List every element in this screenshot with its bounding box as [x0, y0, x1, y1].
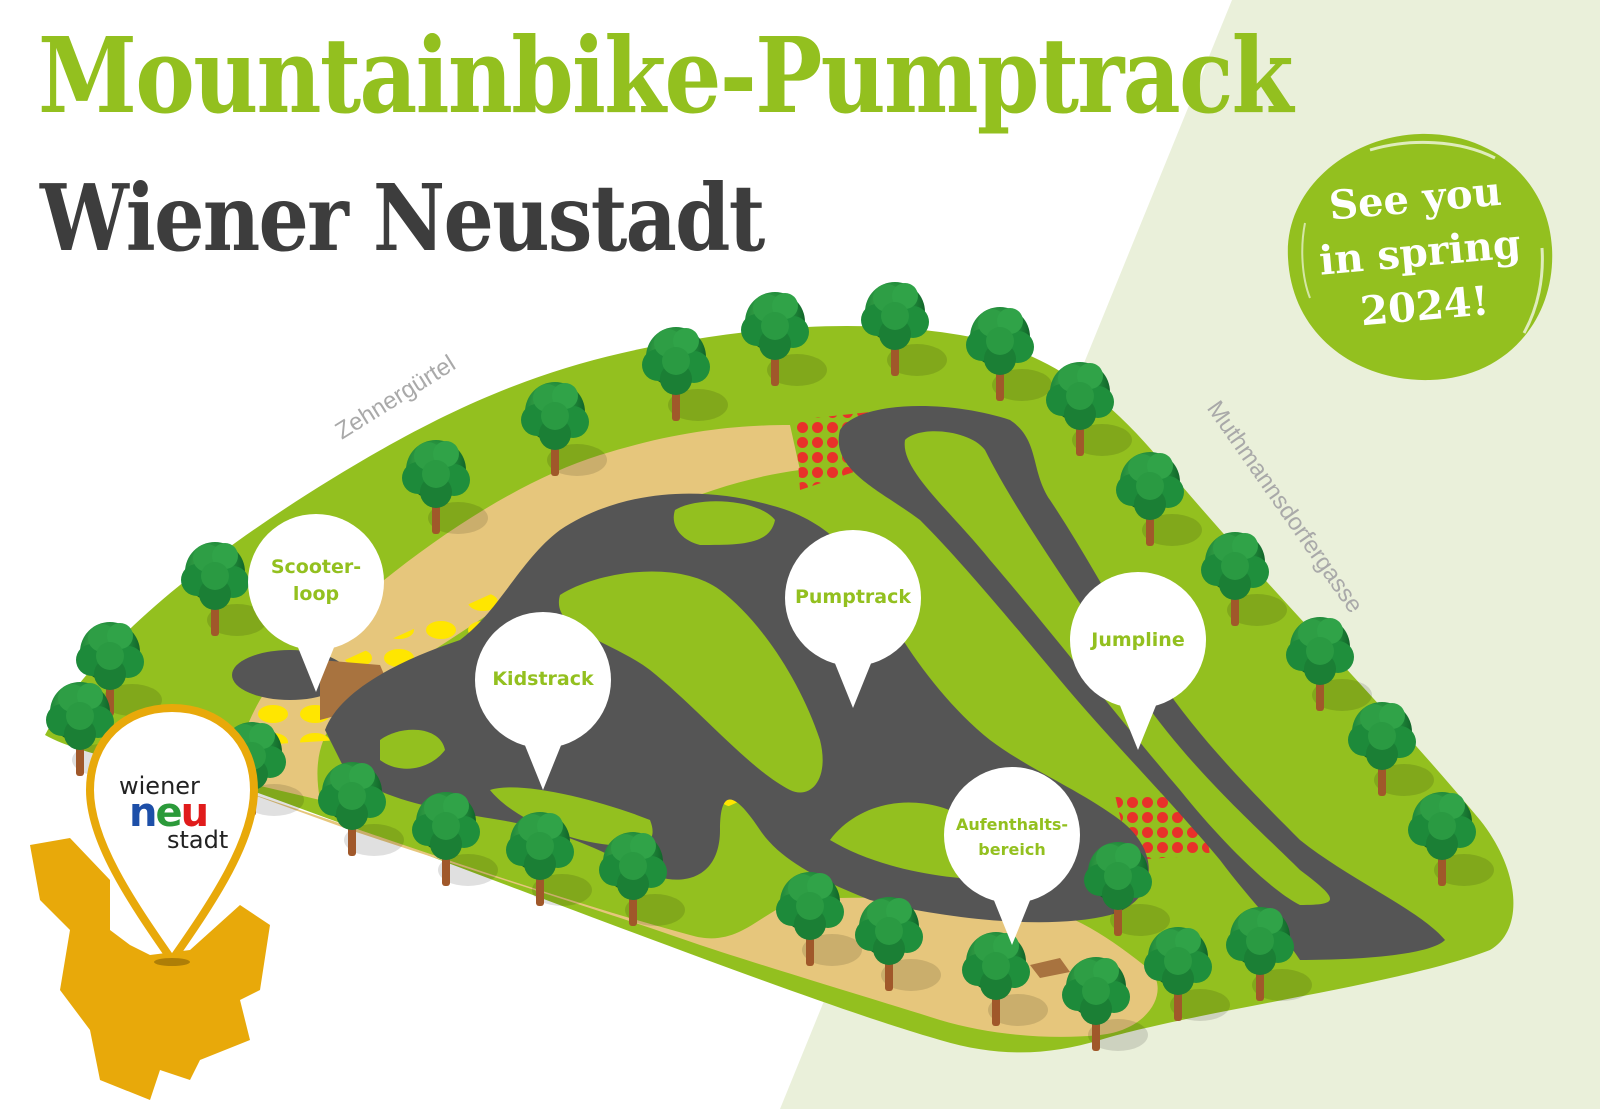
logo-wiener: wiener	[119, 772, 200, 800]
pin-label-line: Scooter-	[270, 556, 362, 578]
pin-aufenthaltsbereich[interactable]: Aufenthalts- bereich	[944, 812, 1080, 862]
logo-stadt: stadt	[167, 826, 229, 854]
spring-badge-text: See you in spring 2024!	[1293, 162, 1546, 344]
pin-label-line: loop	[292, 583, 340, 605]
pin-label: Jumpline	[1091, 629, 1185, 651]
logo-e: e	[155, 790, 182, 836]
pin-label: Kidstrack	[492, 668, 594, 690]
wiener-neustadt-logo[interactable]: wiener neu stadt	[119, 772, 244, 854]
pin-jumpline[interactable]: Jumpline	[1070, 627, 1206, 654]
pin-kidstrack[interactable]: Kidstrack	[475, 666, 611, 693]
page-title: Mountainbike-Pumptrack	[38, 14, 1294, 137]
pin-label: Pumptrack	[794, 586, 912, 608]
logo-u: u	[180, 790, 210, 836]
pin-pumptrack[interactable]: Pumptrack	[785, 584, 921, 611]
logo-n: n	[129, 790, 158, 836]
page-subtitle: Wiener Neustadt	[40, 164, 765, 272]
pin-scooterloop[interactable]: Scooter- loop	[248, 554, 384, 608]
pin-label-line: Aufenthalts-	[955, 815, 1069, 834]
pin-label-line: bereich	[978, 840, 1046, 859]
logo-neu: neu	[129, 793, 244, 833]
spring-badge-blob	[1287, 133, 1553, 381]
